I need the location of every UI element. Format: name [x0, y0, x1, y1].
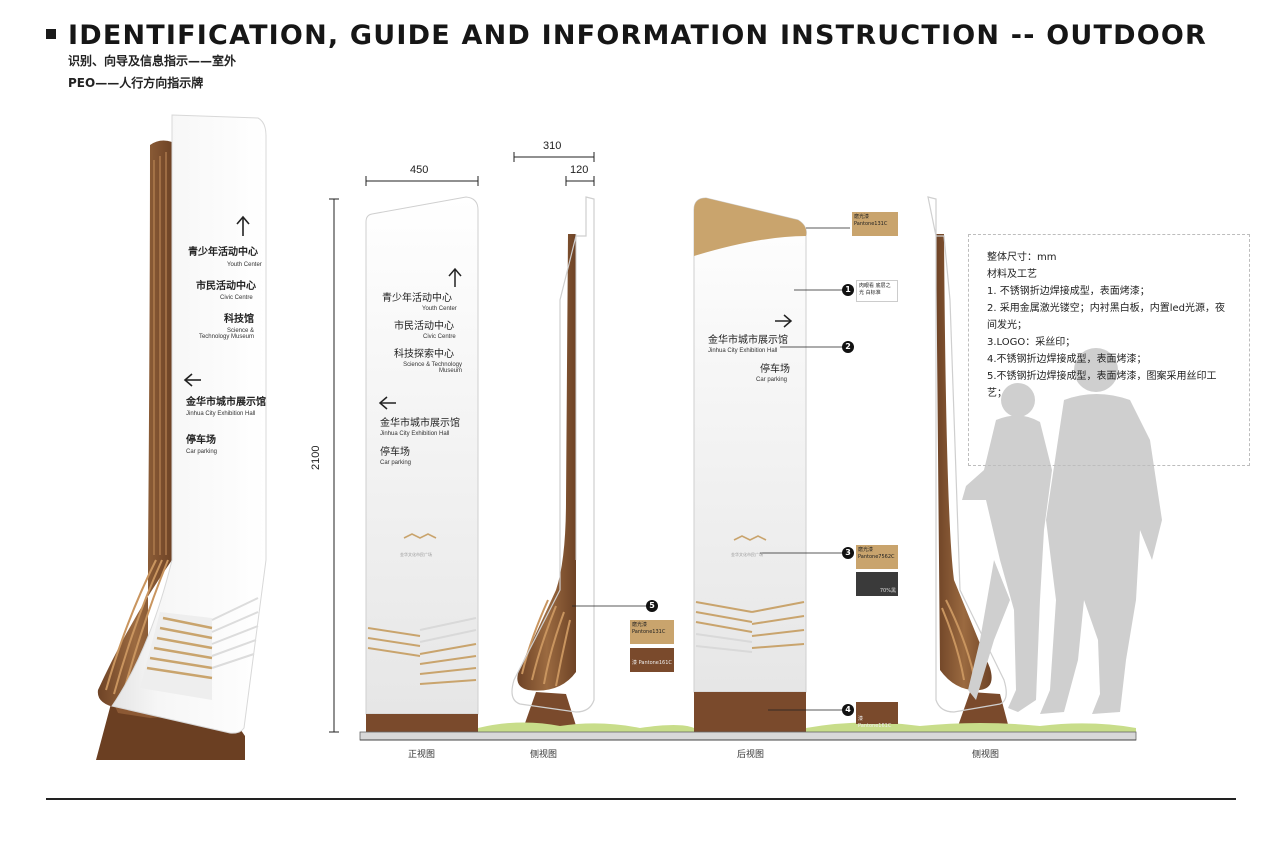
back-base: [694, 692, 806, 732]
swatch-top: 磨光漆 Pantone131C: [852, 212, 898, 236]
up-arrow-icon: [236, 215, 250, 236]
persp-entry-cn: 科技馆: [224, 314, 254, 325]
notes-subheading: 材料及工艺: [987, 269, 1037, 280]
callout-4: 4: [842, 704, 854, 716]
persp-entry-en: Car parking: [186, 449, 218, 455]
side-view: [511, 196, 595, 732]
front-entry-cn: 金华市城市展示馆: [380, 418, 460, 429]
subtitle-cn: 识别、向导及信息指示——室外: [68, 54, 237, 68]
label-front-view: 正视图: [408, 750, 436, 760]
title-bullet: [46, 29, 56, 39]
callout-5: 5: [646, 600, 658, 612]
logo-mark-icon: [733, 535, 767, 541]
back-entry-en: Jinhua City Exhibition Hall: [708, 348, 778, 354]
front-view: [365, 196, 479, 732]
dim-side-depth: 310: [543, 140, 562, 152]
notes-item: 3.LOGO：采丝印；: [987, 337, 1076, 348]
subtitle-code: PEO——人行方向指示牌: [68, 76, 204, 90]
left-arrow-icon: [183, 373, 201, 387]
dimension-lines: [329, 152, 595, 733]
persp-entry-en: Jinhua City Exhibition Hall: [186, 411, 256, 417]
callout-1: 1: [842, 284, 854, 296]
back-logo-text: 金华文化市民广场: [731, 552, 763, 557]
left-arrow-icon: [378, 396, 396, 410]
label-side-view: 侧视图: [530, 750, 558, 760]
back-top-cap: [694, 198, 807, 256]
persp-entry-cn: 金华市城市展示馆: [186, 397, 266, 408]
back-view: [693, 197, 807, 732]
ground: [359, 722, 1137, 741]
front-entry-cn: 科技探索中心: [394, 349, 454, 360]
notes-heading: 整体尺寸：mm: [987, 252, 1057, 263]
callout-2: 2: [842, 341, 854, 353]
front-entry-en: Jinhua City Exhibition Hall: [380, 431, 450, 437]
front-entry-en: Civic Centre: [423, 334, 456, 340]
persp-entry-cn: 停车场: [186, 435, 216, 446]
swatch-3b: 70%黑: [856, 572, 898, 596]
dim-side-top: 120: [570, 164, 589, 176]
logo-mark-icon: [403, 533, 437, 539]
front-entry-en: Science & Technology Museum: [403, 362, 462, 374]
swatch-5b: 漆 Pantone161C: [630, 648, 674, 672]
human-silhouettes: [962, 348, 1162, 714]
front-entry-en: Car parking: [380, 460, 412, 466]
persp-entry-en: Civic Centre: [220, 295, 253, 301]
front-logo-text: 金华文化市民广场: [400, 552, 432, 557]
spec-notes: 整体尺寸：mm 材料及工艺 1. 不锈钢折边焊接成型，表面烤漆； 2. 采用金属…: [968, 234, 1250, 466]
bottom-rule: [46, 798, 1236, 800]
up-arrow-icon: [448, 267, 462, 287]
page-title: IDENTIFICATION, GUIDE AND INFORMATION IN…: [68, 20, 1208, 51]
persp-entry-cn: 青少年活动中心: [188, 247, 258, 258]
callout-3: 3: [842, 547, 854, 559]
label-side-view-2: 侧视图: [972, 750, 1000, 760]
persp-entry-en: Science & Technology Museum: [198, 328, 254, 340]
back-entry-cn: 停车场: [760, 364, 790, 375]
dim-front-width: 450: [410, 164, 429, 176]
swatch-5a: 磨光漆 Pantone131C: [630, 620, 674, 644]
front-entry-cn: 青少年活动中心: [382, 293, 452, 304]
notes-item: 1. 不锈钢折边焊接成型，表面烤漆；: [987, 286, 1150, 297]
perspective-stripe-art: [140, 597, 259, 700]
persp-entry-en: Youth Center: [227, 262, 262, 268]
front-entry-cn: 市民活动中心: [394, 321, 454, 332]
back-entry-cn: 金华市城市展示馆: [708, 335, 788, 346]
front-entry-en: Youth Center: [422, 306, 457, 312]
callout-leaders: [572, 227, 850, 711]
dim-height: 2100: [310, 445, 322, 470]
swatch-4: 漆 Pantone161C: [856, 702, 898, 729]
front-entry-cn: 停车场: [380, 447, 410, 458]
notes-item: 4.不锈钢折边焊接成型，表面烤漆；: [987, 354, 1147, 365]
notes-item: 5.不锈钢折边焊接成型，表面烤漆，图案采用丝印工艺；: [987, 371, 1217, 399]
side-base: [524, 692, 578, 732]
label-back-view: 后视图: [737, 750, 765, 760]
perspective-sign: [96, 114, 267, 760]
swatch-3a: 磨光漆 Pantone7562C: [856, 545, 898, 569]
front-base: [366, 714, 478, 732]
notes-item: 2. 采用金属激光镂空；内衬黑白板，内置led光源，夜间发光；: [987, 303, 1225, 331]
back-entry-en: Car parking: [756, 377, 788, 383]
perspective-panel: [111, 114, 267, 734]
persp-entry-cn: 市民活动中心: [196, 281, 256, 292]
swatch-1: 肉眼看 底层之光 白标准: [856, 280, 898, 302]
right-arrow-icon: [775, 314, 793, 328]
